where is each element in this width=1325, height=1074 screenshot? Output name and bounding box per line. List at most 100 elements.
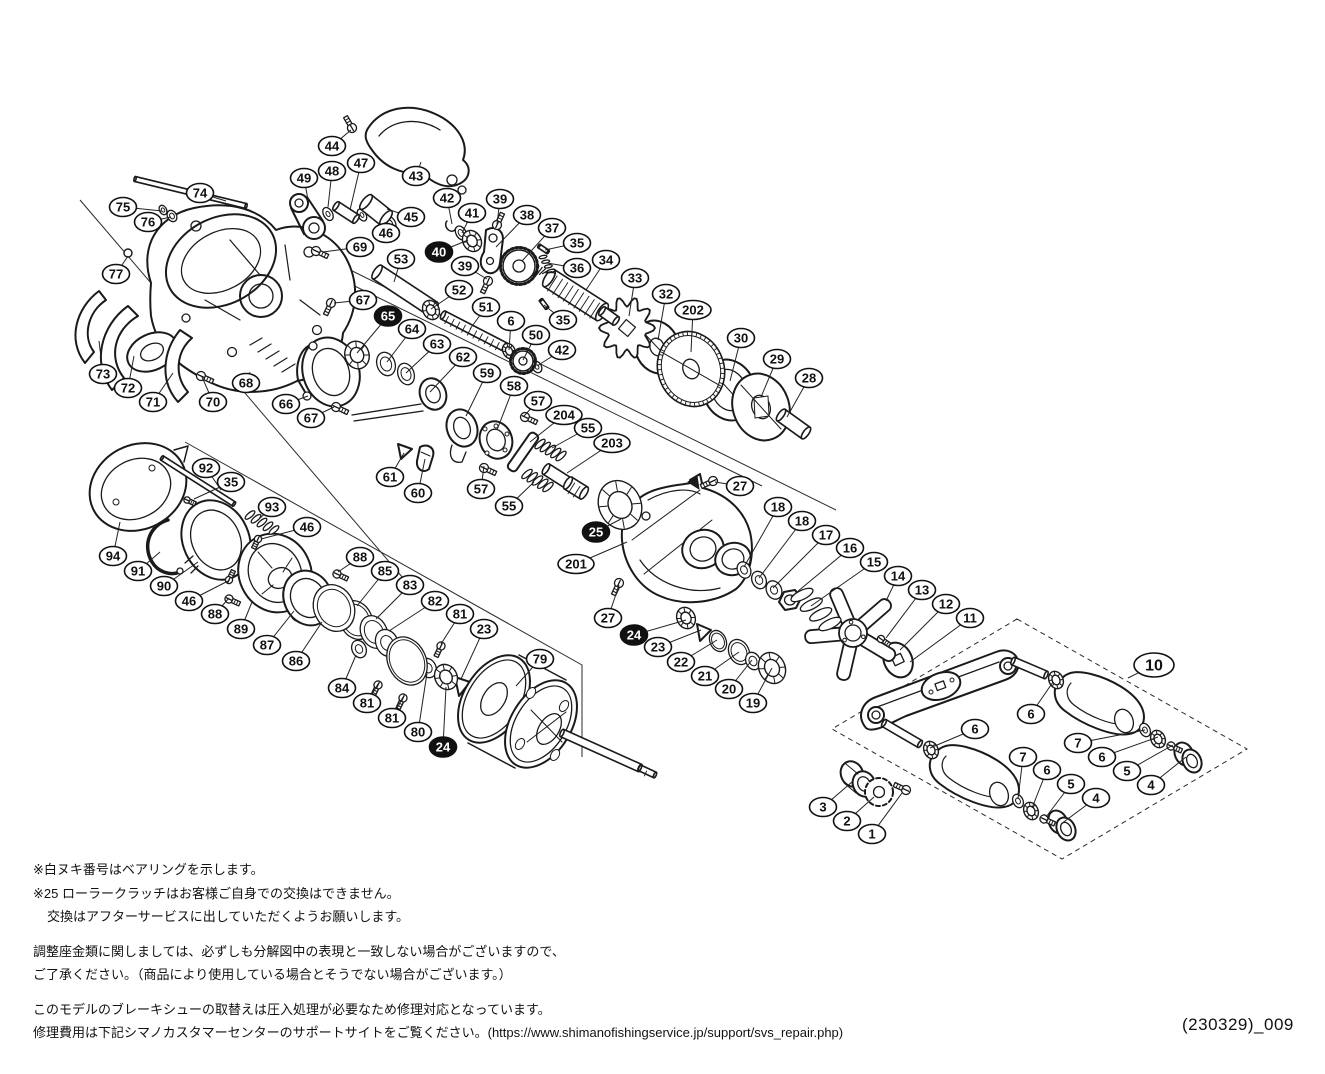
callout-46: 46 [174, 590, 204, 612]
callout-29: 29 [762, 348, 792, 370]
note-line: ※25 ローラークラッチはお客様ご自身での交換はできません。 [33, 885, 400, 901]
callout-10: 10 [1133, 652, 1175, 678]
svg-text:2: 2 [843, 814, 850, 829]
svg-text:40: 40 [432, 245, 446, 260]
svg-text:68: 68 [239, 376, 253, 391]
callout-94: 94 [98, 545, 128, 567]
svg-text:47: 47 [354, 156, 368, 171]
callout-53: 53 [386, 248, 416, 270]
svg-text:6: 6 [1043, 763, 1050, 778]
svg-text:13: 13 [915, 583, 929, 598]
callout-204: 204 [545, 404, 583, 426]
leader-line-16 [790, 547, 851, 598]
callout-20: 20 [714, 678, 744, 700]
callout-17: 17 [811, 524, 841, 546]
svg-text:10: 10 [1145, 658, 1163, 675]
callout-68: 68 [231, 372, 261, 394]
callout-88: 88 [345, 546, 375, 568]
callout-73: 73 [88, 363, 118, 385]
callout-39: 39 [485, 188, 515, 210]
svg-text:18: 18 [771, 500, 785, 515]
svg-text:23: 23 [477, 622, 491, 637]
svg-text:88: 88 [208, 607, 222, 622]
callout-72: 72 [113, 377, 143, 399]
gear-side-plates [296, 336, 540, 473]
callout-52: 52 [444, 279, 474, 301]
svg-text:81: 81 [453, 607, 467, 622]
callout-24: 24 [428, 736, 458, 758]
svg-text:11: 11 [963, 611, 977, 626]
svg-text:6: 6 [507, 314, 514, 329]
svg-text:203: 203 [601, 436, 623, 451]
callout-33: 33 [620, 267, 650, 289]
callout-12: 12 [931, 593, 961, 615]
callout-80: 80 [403, 721, 433, 743]
callout-81: 81 [445, 603, 475, 625]
callout-67: 67 [296, 407, 326, 429]
svg-text:67: 67 [304, 411, 318, 426]
callout-25: 25 [581, 521, 611, 543]
note-brake: このモデルのブレーキシューの取替えは圧入処理が必要なため修理対応となっています。… [33, 998, 843, 1045]
callout-7: 7 [1063, 732, 1093, 754]
svg-text:27: 27 [733, 479, 747, 494]
svg-text:73: 73 [96, 367, 110, 382]
svg-text:88: 88 [353, 550, 367, 565]
callout-92: 92 [191, 457, 221, 479]
callout-42: 42 [432, 187, 462, 209]
document-id: (230329)_009 [1182, 1015, 1294, 1034]
callout-84: 84 [327, 677, 357, 699]
callout-61: 61 [375, 466, 405, 488]
svg-text:204: 204 [553, 408, 575, 423]
callout-37: 37 [537, 217, 567, 239]
svg-text:57: 57 [474, 482, 488, 497]
svg-text:3: 3 [819, 800, 826, 815]
svg-text:46: 46 [379, 226, 393, 241]
leader-line-18 [743, 506, 779, 568]
leader-line-17 [772, 534, 827, 589]
callout-79: 79 [525, 648, 555, 670]
svg-text:7: 7 [1074, 736, 1081, 751]
handle-knob-b [1053, 671, 1145, 736]
svg-text:41: 41 [465, 206, 479, 221]
callout-46: 46 [292, 516, 322, 538]
small-hardware-parts [123, 114, 1184, 827]
svg-text:63: 63 [430, 337, 444, 352]
callout-4: 4 [1136, 774, 1166, 796]
callout-86: 86 [281, 650, 311, 672]
note-line: このモデルのブレーキシューの取替えは圧入処理が必要なため修理対応となっています。 [33, 1001, 551, 1017]
svg-text:86: 86 [289, 654, 303, 669]
note-line: ※白ヌキ番号はベアリングを示します。 [33, 862, 264, 877]
svg-text:69: 69 [353, 240, 367, 255]
callout-35: 35 [562, 232, 592, 254]
svg-text:12: 12 [939, 597, 953, 612]
callout-6: 6 [496, 310, 526, 332]
callout-89: 89 [226, 618, 256, 640]
note-washers: 調整座金類に関しましては、必ずしも分解図中の表現と一致しない場合がございますので… [33, 940, 843, 987]
svg-text:45: 45 [404, 210, 418, 225]
svg-text:76: 76 [141, 215, 155, 230]
body-housing [620, 473, 753, 604]
svg-text:57: 57 [531, 394, 545, 409]
callout-22: 22 [666, 651, 696, 673]
svg-text:50: 50 [529, 328, 543, 343]
callout-16: 16 [835, 537, 865, 559]
callout-63: 63 [422, 333, 452, 355]
callout-13: 13 [907, 579, 937, 601]
note-bearing: ※白ヌキ番号はベアリングを示します。 ※25 ローラークラッチはお客様ご自身での… [33, 858, 843, 929]
svg-text:25: 25 [589, 525, 603, 540]
callout-7: 7 [1008, 746, 1038, 768]
svg-text:70: 70 [206, 395, 220, 410]
svg-text:58: 58 [507, 379, 521, 394]
svg-text:29: 29 [770, 352, 784, 367]
svg-text:46: 46 [300, 520, 314, 535]
callout-18: 18 [763, 496, 793, 518]
callout-64: 64 [397, 318, 427, 340]
svg-text:74: 74 [193, 186, 208, 201]
svg-text:15: 15 [867, 555, 881, 570]
svg-text:5: 5 [1123, 764, 1130, 779]
svg-text:72: 72 [121, 381, 135, 396]
footnotes: ※白ヌキ番号はベアリングを示します。 ※25 ローラークラッチはお客様ご自身での… [33, 858, 843, 1056]
